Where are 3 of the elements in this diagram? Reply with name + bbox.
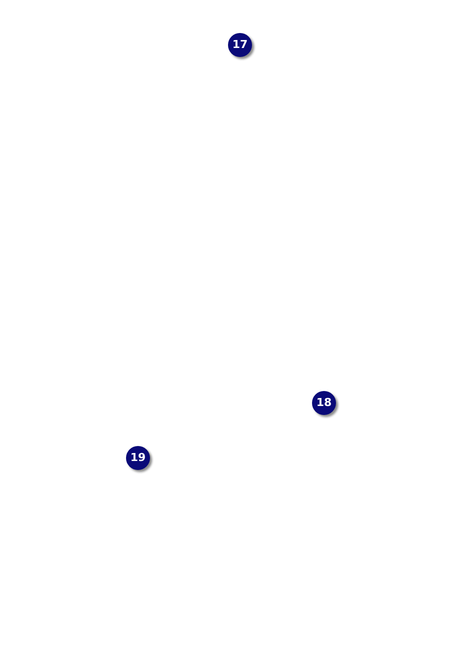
callout-number: 18 xyxy=(312,391,336,415)
callout-number: 17 xyxy=(228,33,252,57)
callout-number: 19 xyxy=(126,446,150,470)
